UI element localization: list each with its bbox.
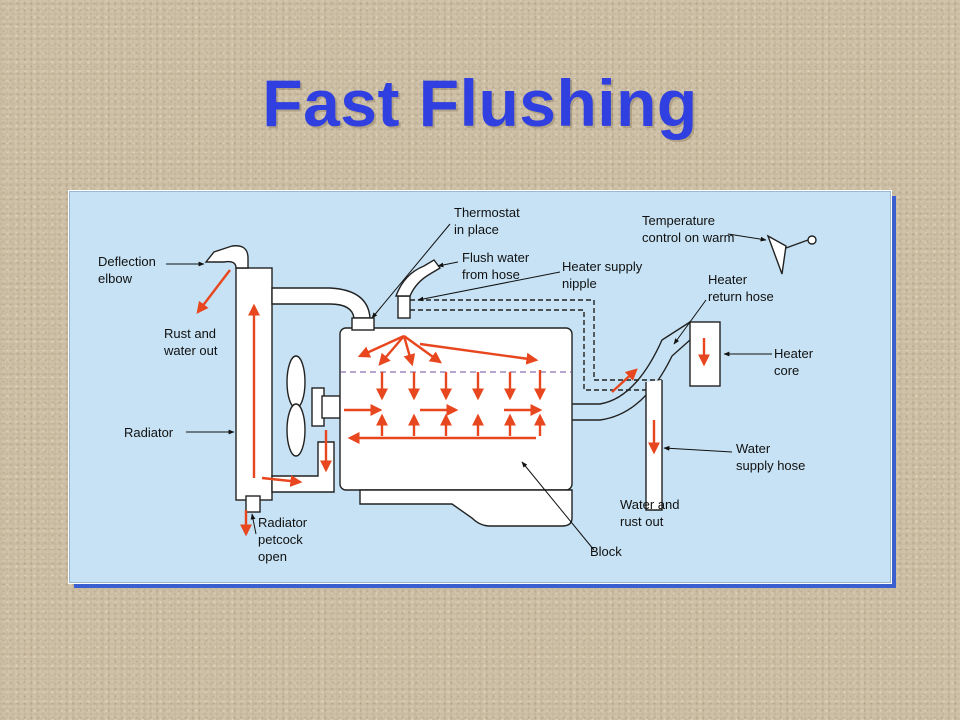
heater-supply-hose-lower <box>410 309 662 391</box>
leader-water-supply-hose <box>663 445 733 453</box>
leader-petcock <box>250 513 257 535</box>
leader-block <box>521 461 595 551</box>
label-heater-core: Heater core <box>774 346 817 378</box>
deflection-elbow <box>204 245 249 269</box>
flush-hose <box>395 259 442 297</box>
label-radiator: Radiator <box>124 425 174 440</box>
heater-return-hose-bottom <box>572 339 691 421</box>
leader-lines <box>166 223 772 551</box>
diagram-labels: Deflection elbow Rust and water out Radi… <box>98 205 817 564</box>
label-thermostat: Thermostat in place <box>454 205 523 237</box>
leader-heater-return <box>673 299 707 345</box>
oil-pan <box>359 489 573 527</box>
label-deflection-elbow: Deflection elbow <box>98 254 159 286</box>
lower-radiator-hose <box>271 441 335 493</box>
label-heater-supply-nipple: Heater supply nipple <box>562 259 646 291</box>
radiator-petcock <box>245 495 261 513</box>
heater-return-hose-top <box>572 321 691 405</box>
slide-title: Fast Flushing <box>262 66 698 140</box>
flow-arrow-thermo-down <box>402 335 416 367</box>
label-rust-and-water-out: Rust and water out <box>163 326 220 358</box>
flow-arrow-heater-return <box>611 368 638 393</box>
label-block: Block <box>590 544 622 559</box>
temperature-control-drawing <box>766 234 817 275</box>
label-radiator-petcock: Radiator petcock open <box>258 515 311 564</box>
leader-thermostat <box>371 223 451 319</box>
label-heater-return-hose: Heater return hose <box>708 272 774 304</box>
label-temperature-control: Temperature control on warm <box>642 213 734 245</box>
upper-radiator-hose <box>271 287 371 319</box>
leader-flush-water <box>437 261 459 268</box>
water-pump <box>321 395 341 419</box>
flow-arrow-thermo-right <box>403 335 442 364</box>
flush-water-nipple <box>397 295 411 319</box>
fan-blade-bottom <box>286 403 306 457</box>
thermostat-housing <box>351 317 375 331</box>
flow-arrow-top-passage <box>419 342 539 365</box>
fan-blade-top <box>286 355 306 409</box>
flow-arrow-radiator-bottom <box>261 475 303 487</box>
leader-heater-supply <box>417 271 561 302</box>
leader-temperature-control <box>727 233 767 242</box>
flow-arrow-thermo-left <box>357 334 405 358</box>
label-water-supply-hose: Water supply hose <box>736 441 805 473</box>
flow-arrows <box>196 269 710 537</box>
label-flush-water: Flush water from hose <box>462 250 533 282</box>
fan-drawing <box>286 355 341 457</box>
flow-arrow-thermo-downleft <box>378 335 405 366</box>
label-water-and-rust-out: Water and rust out <box>620 497 683 529</box>
engine-block-drawing <box>339 259 573 527</box>
flow-arrow-elbow-out <box>196 269 231 314</box>
